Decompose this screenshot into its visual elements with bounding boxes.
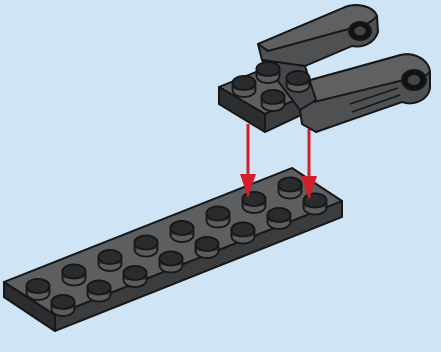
stud xyxy=(97,249,123,272)
stud xyxy=(25,278,51,301)
stud xyxy=(255,61,281,84)
stud xyxy=(133,234,159,258)
insertion-arrows xyxy=(240,124,317,200)
stud xyxy=(158,250,184,274)
stud xyxy=(231,75,257,98)
stud xyxy=(230,221,256,245)
stud xyxy=(205,205,231,229)
stud xyxy=(86,279,112,303)
stud xyxy=(285,70,311,93)
stud xyxy=(266,207,292,230)
arrow-head xyxy=(240,174,256,198)
stud xyxy=(241,191,267,214)
stud xyxy=(277,176,303,200)
stud xyxy=(50,294,76,317)
stud xyxy=(169,220,195,243)
stud xyxy=(260,89,286,112)
stud xyxy=(194,236,220,259)
arrow-head xyxy=(301,176,317,200)
stud xyxy=(61,263,87,287)
stud xyxy=(122,265,148,288)
stud xyxy=(302,192,328,216)
